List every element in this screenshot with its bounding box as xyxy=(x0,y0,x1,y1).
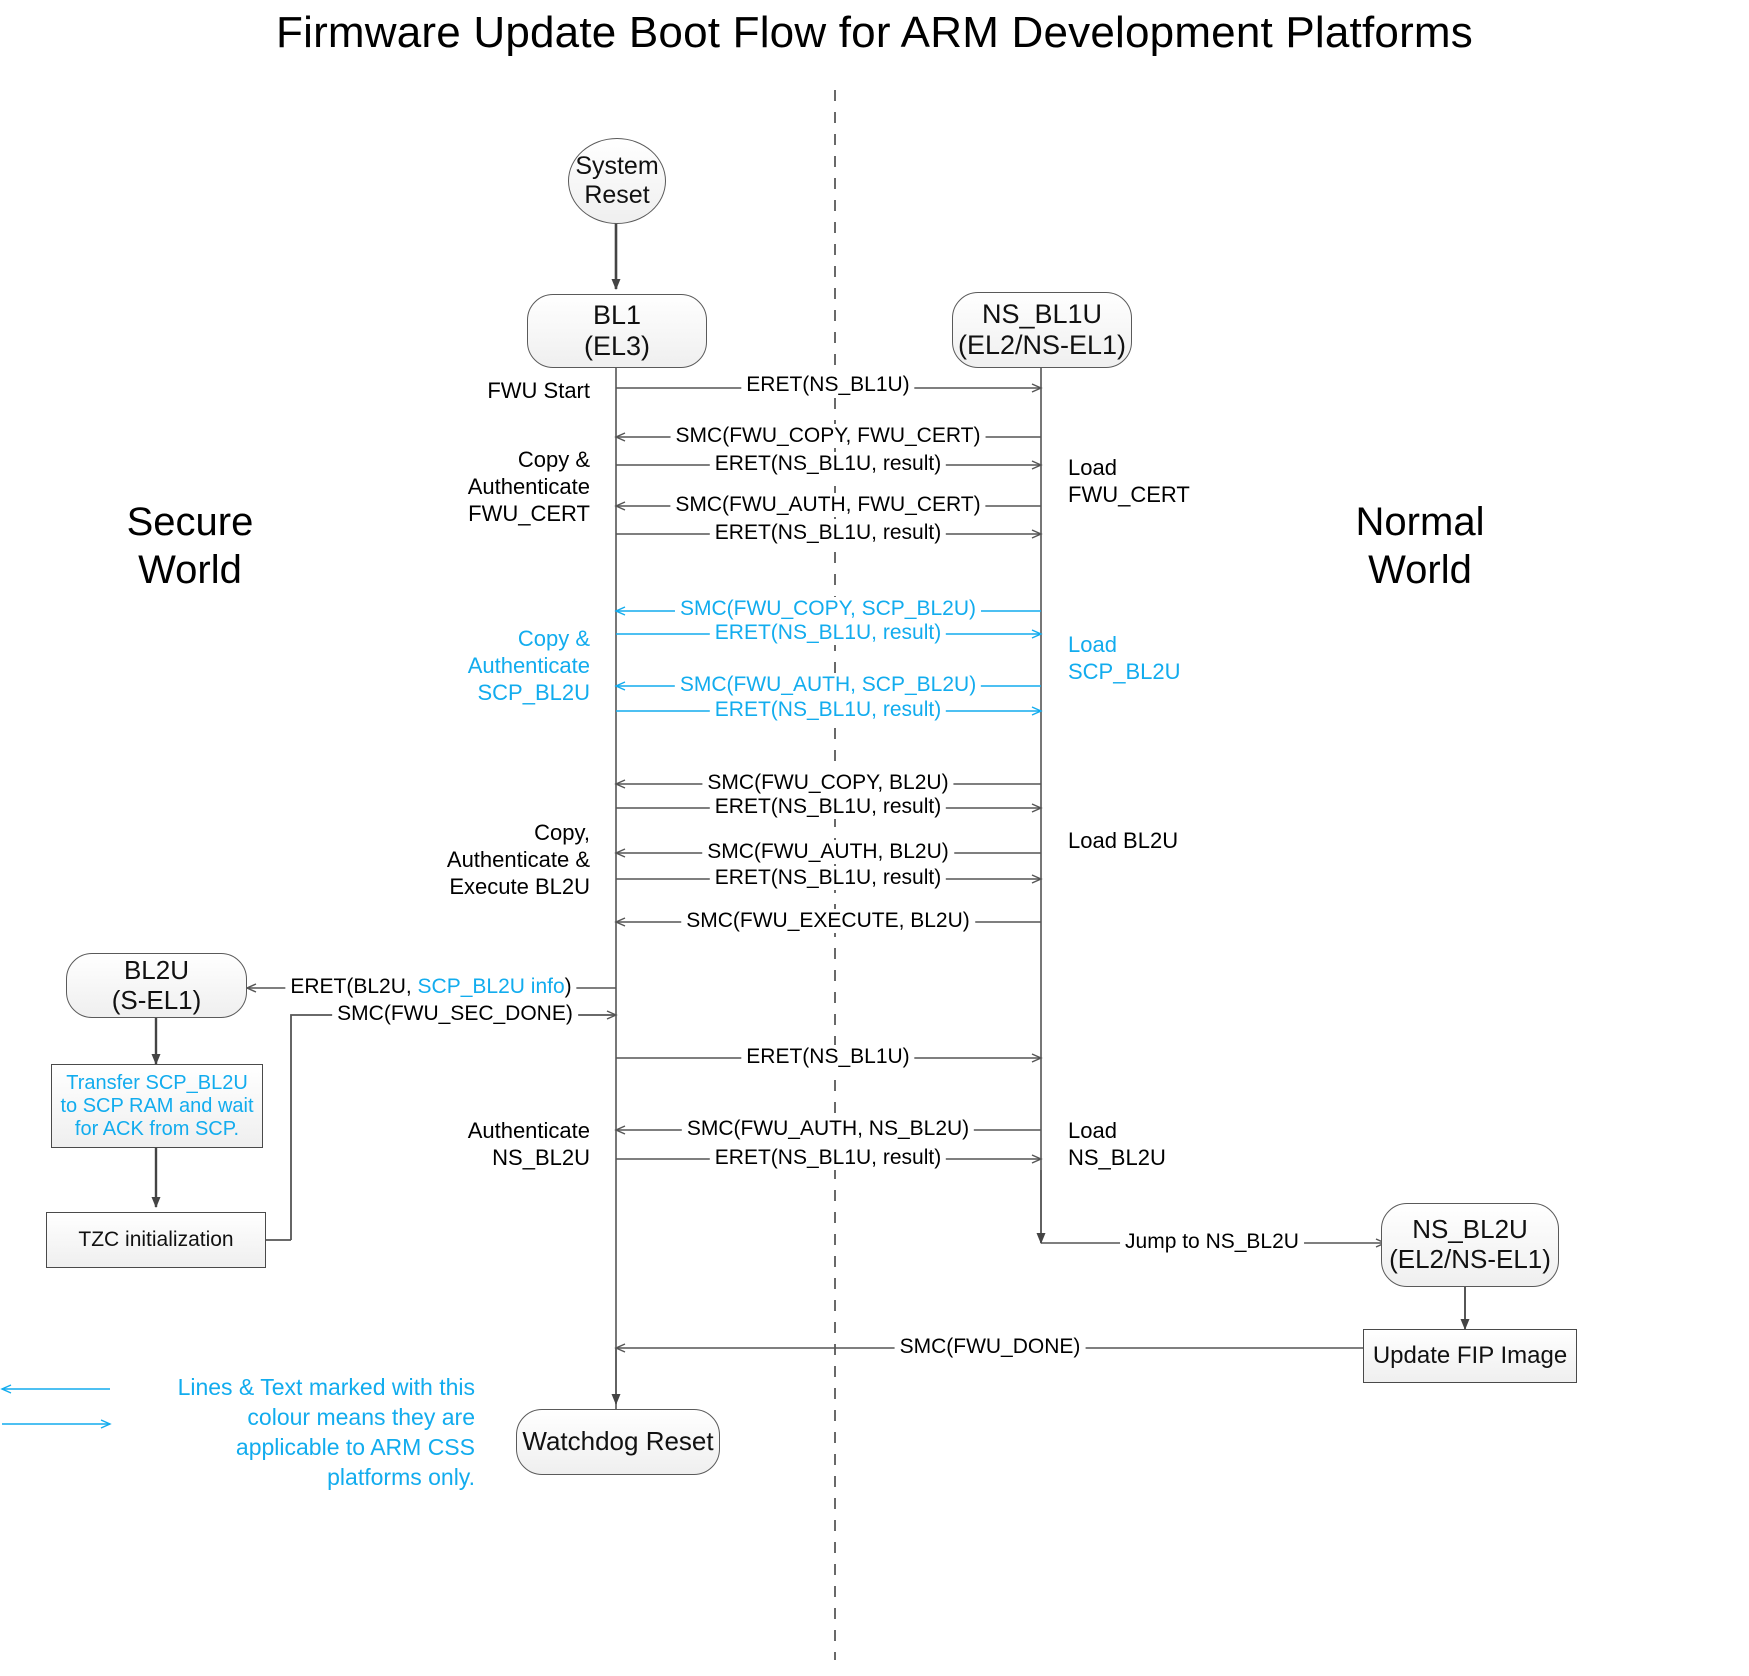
node-tzc-initialization-label: TZC initialization xyxy=(78,1227,234,1251)
node-bl1-line1: BL1 xyxy=(592,299,642,330)
node-ns-bl1u[interactable]: NS_BL1U (EL2/NS-EL1) xyxy=(952,292,1132,368)
label-load-bl2u: Load BL2U xyxy=(1068,828,1179,853)
node-bl2u-line1: BL2U xyxy=(123,954,190,985)
eret-bl2u-prefix: ERET(BL2U, xyxy=(290,975,418,998)
message-jump-to-ns-bl2u: Jump to NS_BL2U xyxy=(1120,1230,1304,1254)
message-eret-bl2u-scp-info: ERET(BL2U, SCP_BL2U info) xyxy=(285,975,577,999)
node-transfer-scp-bl2u-label: Transfer SCP_BL2U to SCP RAM and wait fo… xyxy=(60,1071,254,1140)
label-authenticate-ns-bl2u: Authenticate NS_BL2U xyxy=(467,1118,590,1170)
message-smc-fwu-auth-cert: SMC(FWU_AUTH, FWU_CERT) xyxy=(670,493,986,517)
message-smc-fwu-auth-bl2u: SMC(FWU_AUTH, BL2U) xyxy=(702,840,954,864)
label-copy-auth-exec-bl2u: Copy, Authenticate & Execute BL2U xyxy=(446,820,590,899)
node-bl2u-line2: (S-EL1) xyxy=(111,984,202,1015)
node-ns-bl2u-line1: NS_BL2U xyxy=(1412,1214,1528,1245)
message-smc-fwu-auth-ns-bl2u: SMC(FWU_AUTH, NS_BL2U) xyxy=(681,1117,975,1141)
message-smc-fwu-auth-scp: SMC(FWU_AUTH, SCP_BL2U) xyxy=(674,673,982,697)
label-load-scp-bl2u: Load SCP_BL2U xyxy=(1068,632,1181,684)
secure-world-label: Secure World xyxy=(126,500,254,592)
node-system-reset-line2: Reset xyxy=(584,181,650,209)
message-eret-result-2: ERET(NS_BL1U, result) xyxy=(709,521,947,545)
message-eret-result-6: ERET(NS_BL1U, result) xyxy=(709,866,947,890)
node-watchdog-reset[interactable]: Watchdog Reset xyxy=(516,1409,720,1475)
node-ns-bl2u[interactable]: NS_BL2U (EL2/NS-EL1) xyxy=(1381,1203,1559,1287)
label-copy-auth-fwu-cert: Copy & Authenticate FWU_CERT xyxy=(467,447,590,526)
node-bl1-line2: (EL3) xyxy=(583,331,651,361)
node-bl1[interactable]: BL1 (EL3) xyxy=(527,294,707,368)
node-bl2u[interactable]: BL2U (S-EL1) xyxy=(66,953,247,1018)
message-smc-fwu-copy-bl2u: SMC(FWU_COPY, BL2U) xyxy=(702,771,954,795)
message-eret-result-3: ERET(NS_BL1U, result) xyxy=(709,621,947,645)
legend-css-note: Lines & Text marked with this colour mea… xyxy=(177,1374,475,1490)
label-load-ns-bl2u: Load NS_BL2U xyxy=(1068,1118,1166,1170)
message-smc-fwu-done: SMC(FWU_DONE) xyxy=(894,1335,1086,1359)
message-smc-fwu-copy-scp: SMC(FWU_COPY, SCP_BL2U) xyxy=(674,597,982,621)
node-ns-bl1u-line2: (EL2/NS-EL1) xyxy=(957,330,1127,360)
eret-bl2u-accent: SCP_BL2U info xyxy=(417,975,565,998)
node-update-fip-image[interactable]: Update FIP Image xyxy=(1363,1329,1577,1383)
message-eret-ns-bl1u-1: ERET(NS_BL1U) xyxy=(741,373,915,397)
node-ns-bl2u-line2: (EL2/NS-EL1) xyxy=(1389,1244,1551,1274)
node-transfer-scp-bl2u[interactable]: Transfer SCP_BL2U to SCP RAM and wait fo… xyxy=(51,1064,263,1148)
node-system-reset-line1: System xyxy=(575,152,659,181)
message-smc-fwu-execute: SMC(FWU_EXECUTE, BL2U) xyxy=(681,909,975,933)
message-eret-result-4: ERET(NS_BL1U, result) xyxy=(709,698,947,722)
message-smc-fwu-sec-done: SMC(FWU_SEC_DONE) xyxy=(332,1002,578,1026)
message-eret-ns-bl1u-2: ERET(NS_BL1U) xyxy=(741,1045,915,1069)
node-update-fip-image-label: Update FIP Image xyxy=(1372,1342,1568,1370)
eret-bl2u-suffix: ) xyxy=(564,975,572,998)
page-title: Firmware Update Boot Flow for ARM Develo… xyxy=(276,8,1473,57)
label-copy-auth-scp-bl2u: Copy & Authenticate SCP_BL2U xyxy=(467,626,590,705)
label-load-fwu-cert: Load FWU_CERT xyxy=(1068,455,1190,507)
label-fwu-start: FWU Start xyxy=(487,378,590,403)
message-eret-result-7: ERET(NS_BL1U, result) xyxy=(709,1146,947,1170)
node-watchdog-reset-label: Watchdog Reset xyxy=(522,1426,714,1457)
node-ns-bl1u-line1: NS_BL1U xyxy=(981,298,1103,329)
node-system-reset[interactable]: System Reset xyxy=(568,138,666,224)
message-smc-fwu-copy-cert: SMC(FWU_COPY, FWU_CERT) xyxy=(670,424,986,448)
normal-world-label: Normal World xyxy=(1355,500,1485,592)
node-tzc-initialization[interactable]: TZC initialization xyxy=(46,1212,266,1268)
message-eret-result-5: ERET(NS_BL1U, result) xyxy=(709,795,947,819)
message-eret-result-1: ERET(NS_BL1U, result) xyxy=(709,452,947,476)
